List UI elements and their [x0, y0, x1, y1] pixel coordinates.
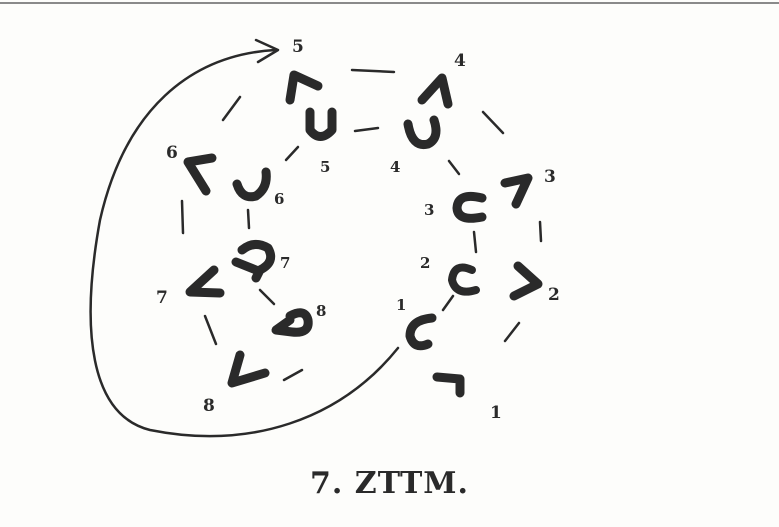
inner-ring-dashes [246, 126, 478, 312]
outer-glyph-1 [432, 372, 465, 398]
outer-label-8: 8 [203, 396, 215, 416]
inner-label-3: 3 [424, 201, 434, 219]
inner-label-6: 6 [274, 190, 284, 208]
outer-label-3: 3 [544, 167, 556, 187]
outer-label-7: 7 [156, 288, 168, 308]
inner-glyph-5 [305, 107, 337, 141]
inner-glyph-1 [405, 313, 437, 351]
inner-label-5: 5 [320, 158, 330, 176]
outer-glyph-7 [185, 265, 225, 298]
inner-label-7: 7 [280, 254, 290, 272]
inner-label-1: 1 [396, 296, 406, 314]
outer-glyph-2 [509, 261, 543, 301]
outer-label-2: 2 [548, 285, 560, 305]
outer-glyph-8 [227, 350, 270, 388]
outer-glyph-5 [285, 70, 323, 105]
outer-glyph-6 [183, 153, 217, 196]
outer-label-4: 4 [454, 51, 466, 71]
outer-ring-dashes [180, 68, 543, 382]
figure-caption: 7. ZTTM. [310, 466, 469, 501]
inner-glyph-7 [231, 240, 276, 283]
outer-glyph-3 [500, 173, 533, 209]
inner-glyph-3 [452, 191, 487, 223]
inner-glyph-8 [271, 308, 313, 337]
inner-glyph-2 [448, 263, 480, 296]
outer-label-6: 6 [166, 143, 178, 163]
inner-label-2: 2 [420, 254, 430, 272]
outer-label-5: 5 [292, 37, 304, 57]
return-arrow-curve [89, 48, 400, 438]
inner-label-8: 8 [316, 302, 326, 320]
return-arrow-head [254, 38, 280, 64]
top-rule [0, 2, 779, 4]
inner-glyph-6 [232, 167, 271, 202]
inner-label-4: 4 [390, 158, 400, 176]
inner-glyph-4 [403, 115, 441, 150]
outer-glyph-4 [417, 73, 453, 109]
outer-label-1: 1 [490, 403, 502, 423]
